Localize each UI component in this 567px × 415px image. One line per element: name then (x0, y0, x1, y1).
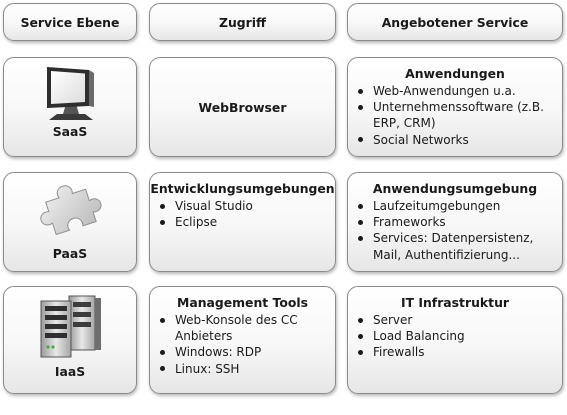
paas-service-list: Laufzeitumgebungen Frameworks Services: … (348, 198, 562, 263)
saas-access-card: WebBrowser (149, 57, 336, 157)
list-item: Frameworks (356, 214, 556, 230)
iaas-service-title: IT Infrastruktur (401, 295, 509, 310)
list-item: Social Networks (356, 132, 556, 148)
list-item: Load Balancing (356, 328, 556, 344)
saas-service-card: Anwendungen Web-Anwendungen u.a. Unterne… (347, 57, 563, 157)
puzzle-piece-icon (4, 181, 136, 237)
server-rack-icon (4, 293, 136, 359)
saas-label: SaaS (52, 124, 88, 139)
list-item: Server (356, 312, 556, 328)
list-item: Unternehmenssoftware (z.B. ERP, CRM) (356, 99, 556, 131)
saas-service-title: Anwendungen (405, 66, 505, 81)
header-service-level-label: Service Ebene (20, 14, 120, 30)
header-offered-service-label: Angebotener Service (381, 14, 529, 30)
header-service-level: Service Ebene (3, 3, 137, 41)
list-item: Services: Datenpersistenz, Mail, Authent… (356, 230, 556, 262)
header-access-label: Zugriff (218, 14, 267, 30)
header-offered-service: Angebotener Service (347, 3, 563, 41)
list-item: Linux: SSH (158, 361, 329, 377)
monitor-icon (4, 64, 136, 122)
list-item: Web-Konsole des CC Anbieters (158, 312, 329, 344)
list-item: Windows: RDP (158, 344, 329, 360)
paas-label: PaaS (52, 246, 88, 261)
paas-access-card: Entwicklungsumgebungen Visual Studio Ecl… (149, 172, 336, 272)
paas-access-title: Entwicklungsumgebungen (150, 181, 335, 196)
list-item: Web-Anwendungen u.a. (356, 83, 556, 99)
iaas-access-title: Management Tools (177, 295, 308, 310)
iaas-service-list: Server Load Balancing Firewalls (348, 312, 562, 361)
iaas-access-card: Management Tools Web-Konsole des CC Anbi… (149, 286, 336, 394)
iaas-label: IaaS (54, 364, 86, 379)
iaas-service-card: IT Infrastruktur Server Load Balancing F… (347, 286, 563, 394)
paas-access-list: Visual Studio Eclipse (150, 198, 335, 230)
paas-service-title: Anwendungsumgebung (372, 181, 538, 196)
list-item: Visual Studio (158, 198, 329, 214)
paas-level-card: PaaS (3, 172, 137, 272)
paas-service-card: Anwendungsumgebung Laufzeitumgebungen Fr… (347, 172, 563, 272)
header-access: Zugriff (149, 3, 336, 41)
iaas-level-card: IaaS (3, 286, 137, 394)
list-item: Firewalls (356, 344, 556, 360)
iaas-access-list: Web-Konsole des CC Anbieters Windows: RD… (150, 312, 335, 377)
saas-level-card: SaaS (3, 57, 137, 157)
saas-service-list: Web-Anwendungen u.a. Unternehmenssoftwar… (348, 83, 562, 148)
list-item: Eclipse (158, 214, 329, 230)
saas-access-title: WebBrowser (198, 99, 287, 115)
list-item: Laufzeitumgebungen (356, 198, 556, 214)
